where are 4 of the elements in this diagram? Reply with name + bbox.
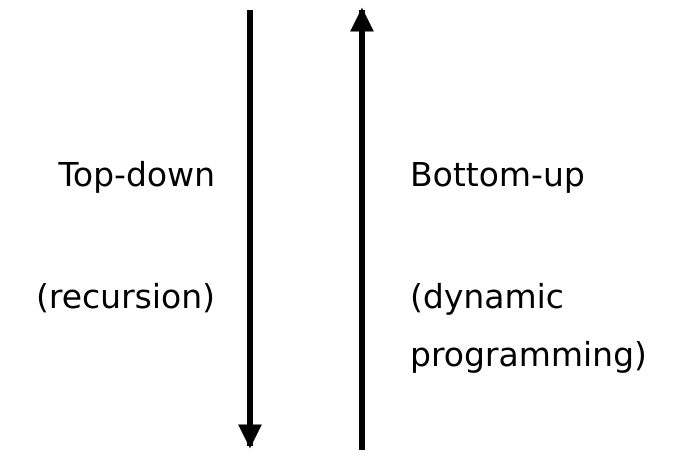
- direction-label: (recursion): [36, 276, 215, 318]
- direction-label: (dynamic programming): [410, 276, 648, 376]
- direction-label: Bottom-up: [410, 154, 585, 196]
- direction-label: Top-down: [58, 154, 215, 196]
